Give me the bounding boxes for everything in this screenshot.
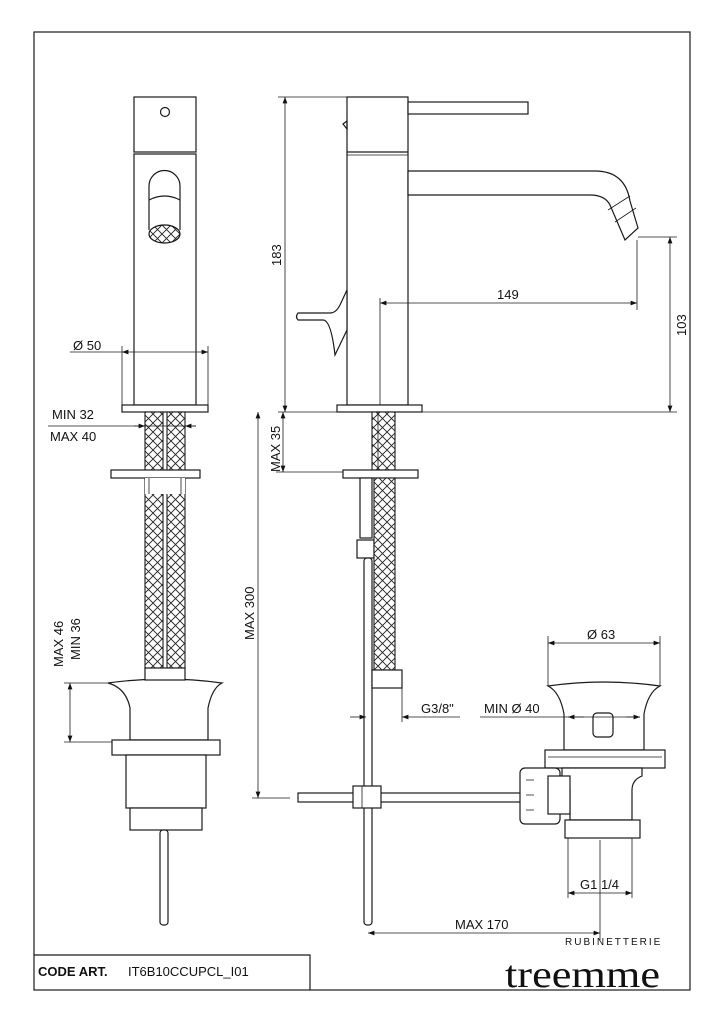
dim-min-32: MIN 32 — [52, 407, 94, 422]
side-view-dimensions: 183 149 103 MAX 35 MAX 300 Ø 63 G3/8" MI… — [242, 96, 689, 940]
title-block-border — [34, 954, 311, 990]
code-art-label: CODE ART. — [38, 964, 108, 979]
code-art-value: IT6B10CCUPCL_I01 — [128, 964, 249, 979]
brand-logo: treemme — [505, 954, 660, 996]
side-view-mixer — [295, 96, 666, 926]
dim-min-diameter-40: MIN Ø 40 — [484, 701, 540, 716]
dim-diameter-63: Ø 63 — [587, 627, 615, 642]
front-view-dimensions: Ø 50 MIN 32 MAX 40 MAX 46 MIN 36 — [48, 338, 209, 743]
dim-max-35: MAX 35 — [268, 426, 283, 472]
dim-max-40: MAX 40 — [50, 429, 96, 444]
dim-diameter-50: Ø 50 — [73, 338, 101, 353]
dim-max-300: MAX 300 — [242, 587, 257, 640]
dim-g1-1-4: G1 1/4 — [580, 877, 619, 892]
drawing-frame — [33, 31, 691, 991]
aerator-icon — [148, 224, 181, 244]
dim-183: 183 — [269, 244, 284, 266]
dim-149: 149 — [497, 287, 519, 302]
dim-min-36: MIN 36 — [68, 618, 83, 660]
dim-103: 103 — [674, 314, 689, 336]
dim-g3-8: G3/8" — [421, 701, 454, 716]
dim-max-170: MAX 170 — [455, 917, 508, 932]
brand-subtitle: RUBINETTERIE — [565, 937, 662, 948]
dim-max-46: MAX 46 — [51, 621, 66, 667]
front-view-mixer — [107, 96, 224, 926]
